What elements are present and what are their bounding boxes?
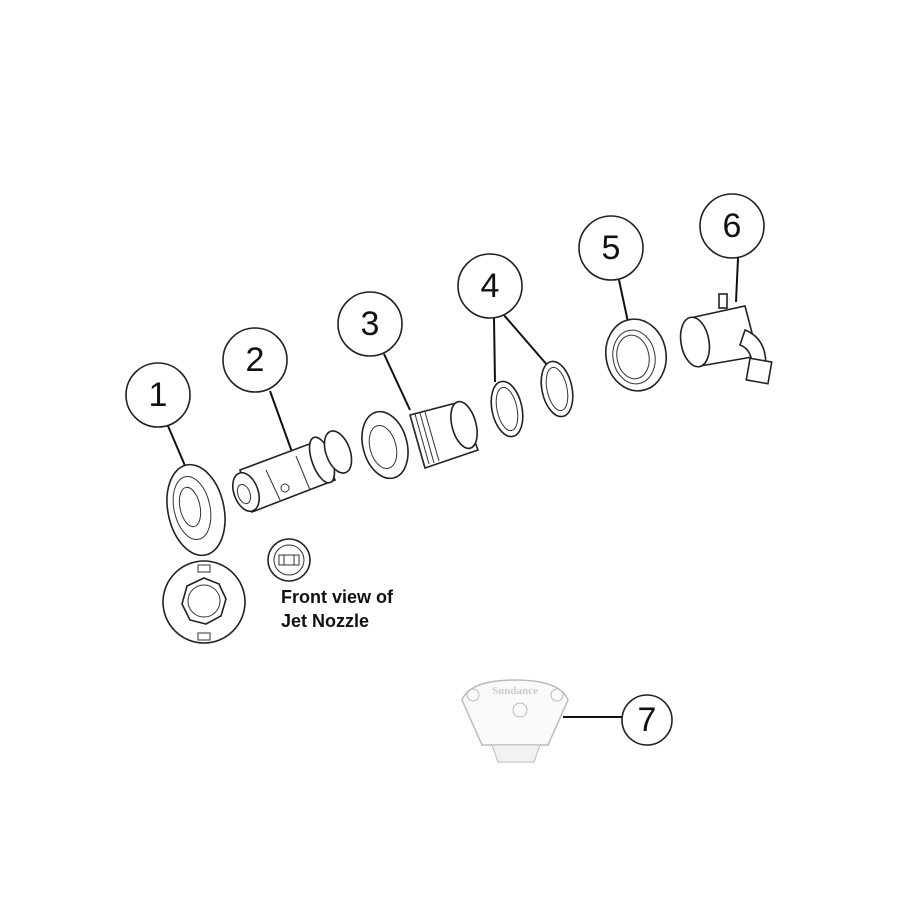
- escutcheon-front-view: [162, 560, 246, 644]
- callout-number: 7: [638, 701, 657, 739]
- callout-5: 5: [578, 215, 644, 281]
- callout-number: 3: [361, 305, 380, 343]
- callout-4: 4: [457, 253, 523, 319]
- part-6-elbow: [679, 293, 773, 385]
- part-7-badge: Sundance: [461, 679, 569, 763]
- caption-line-1: Front view of: [281, 587, 393, 607]
- callout-7: 7: [621, 694, 673, 746]
- callout-number: 5: [602, 229, 621, 267]
- callout-number: 6: [723, 207, 742, 245]
- part-2-jet-insert: [232, 430, 353, 514]
- part-1-escutcheon: [166, 463, 226, 557]
- callout-number: 1: [149, 376, 168, 414]
- callout-3: 3: [337, 291, 403, 357]
- badge-logo: Sundance: [492, 685, 538, 697]
- callout-2: 2: [222, 327, 288, 393]
- part-4-o-rings: [490, 360, 574, 438]
- caption-line-2: Jet Nozzle: [281, 611, 370, 631]
- part-3-wall-fitting: [361, 400, 480, 480]
- part-5-nut: [605, 318, 667, 392]
- callout-1: 1: [125, 362, 191, 428]
- leader-lines: [167, 257, 739, 718]
- callout-number: 4: [481, 267, 500, 305]
- callout-number: 2: [246, 341, 265, 379]
- callout-6: 6: [699, 193, 765, 259]
- jet-nozzle-front-view: [267, 538, 311, 582]
- jet-nozzle-caption: Front view of Jet Nozzle: [281, 585, 393, 633]
